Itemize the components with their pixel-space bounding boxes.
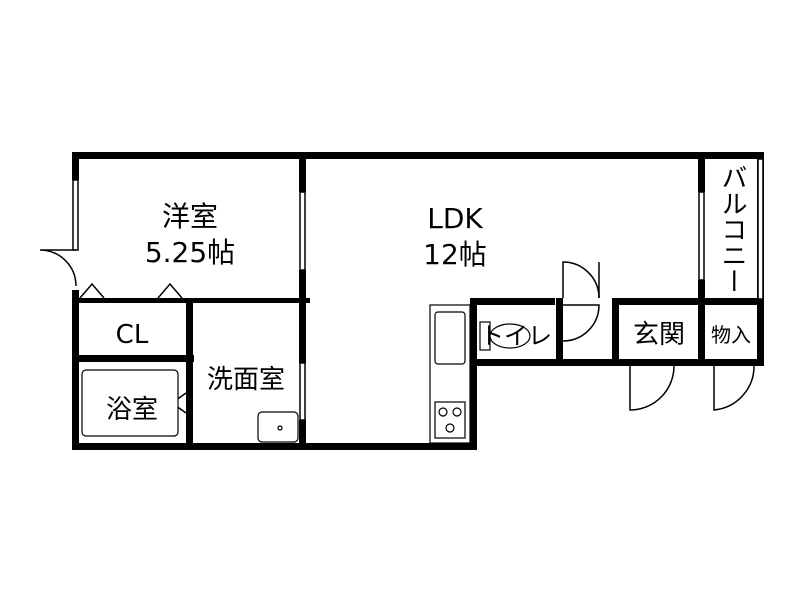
toilet-bowl	[489, 323, 531, 349]
western-room-name: 洋室	[162, 200, 218, 233]
wall-washroom-ldk	[299, 303, 306, 363]
stove-burner-3	[445, 423, 455, 433]
door-entrance	[629, 365, 675, 411]
fixtures	[81, 304, 531, 444]
wall-cl-bath	[72, 355, 194, 362]
window-wr-ldk	[299, 191, 306, 271]
wall-top	[72, 152, 764, 159]
wall-cl-washroom	[186, 298, 193, 450]
wall-ldk-balcony-upper	[698, 152, 705, 192]
ldk-size: 12帖	[423, 238, 487, 271]
kitchen-stove	[434, 401, 466, 439]
wash-basin-drain	[277, 425, 283, 431]
wall-bottom-left	[72, 443, 477, 450]
window-left	[72, 179, 79, 251]
entrance-name: 玄関	[633, 320, 685, 350]
wall-wr-ldk-upper	[299, 152, 306, 192]
western-room-size: 5.25帖	[145, 236, 235, 269]
stove-burner-2	[452, 407, 462, 417]
wall-wr-ldk-lower	[299, 270, 306, 310]
door-left-exterior	[39, 249, 77, 287]
bathtub	[81, 369, 179, 437]
window-washroom	[299, 362, 306, 421]
wall-entrance-top	[612, 298, 764, 305]
closet-name: CL	[116, 320, 149, 350]
balcony-name: バルコニー	[717, 164, 747, 294]
window-balcony-outer	[757, 158, 764, 300]
bathroom-name: 浴室	[106, 395, 158, 425]
door-cl-right	[157, 282, 183, 299]
stove-burner-1	[438, 407, 448, 417]
windows	[72, 158, 764, 421]
wall-ldk-balcony-lower	[698, 280, 705, 310]
door-cl-left	[79, 282, 105, 299]
storage-name: 物入	[711, 323, 751, 347]
wall-left-lower	[72, 290, 79, 450]
door-storage	[713, 365, 755, 411]
window-balcony	[698, 191, 705, 281]
ldk-name: LDK	[427, 202, 483, 235]
wall-washroom-ldk-lower	[299, 420, 306, 450]
labels: 洋室 5.25帖 LDK 12帖 CL 浴室 洗面室 トイレ 玄関 物入 バルコ…	[106, 164, 751, 425]
wall-toilet-top	[470, 298, 555, 305]
door-ldk	[562, 261, 600, 299]
wall-wr-bottom	[72, 298, 192, 303]
toilet-name: トイレ	[480, 322, 552, 350]
wall-entrance-left	[612, 298, 619, 366]
wall-entrance-storage	[698, 298, 705, 366]
wall-kitchen-right	[470, 298, 477, 450]
doors	[39, 249, 755, 414]
wall-wr-bottom-2	[160, 298, 310, 303]
wall-toilet-right	[556, 298, 563, 366]
door-toilet	[562, 304, 600, 342]
kitchen-sink	[434, 311, 466, 365]
wall-left-upper	[72, 152, 79, 180]
washroom-name: 洗面室	[207, 365, 285, 395]
